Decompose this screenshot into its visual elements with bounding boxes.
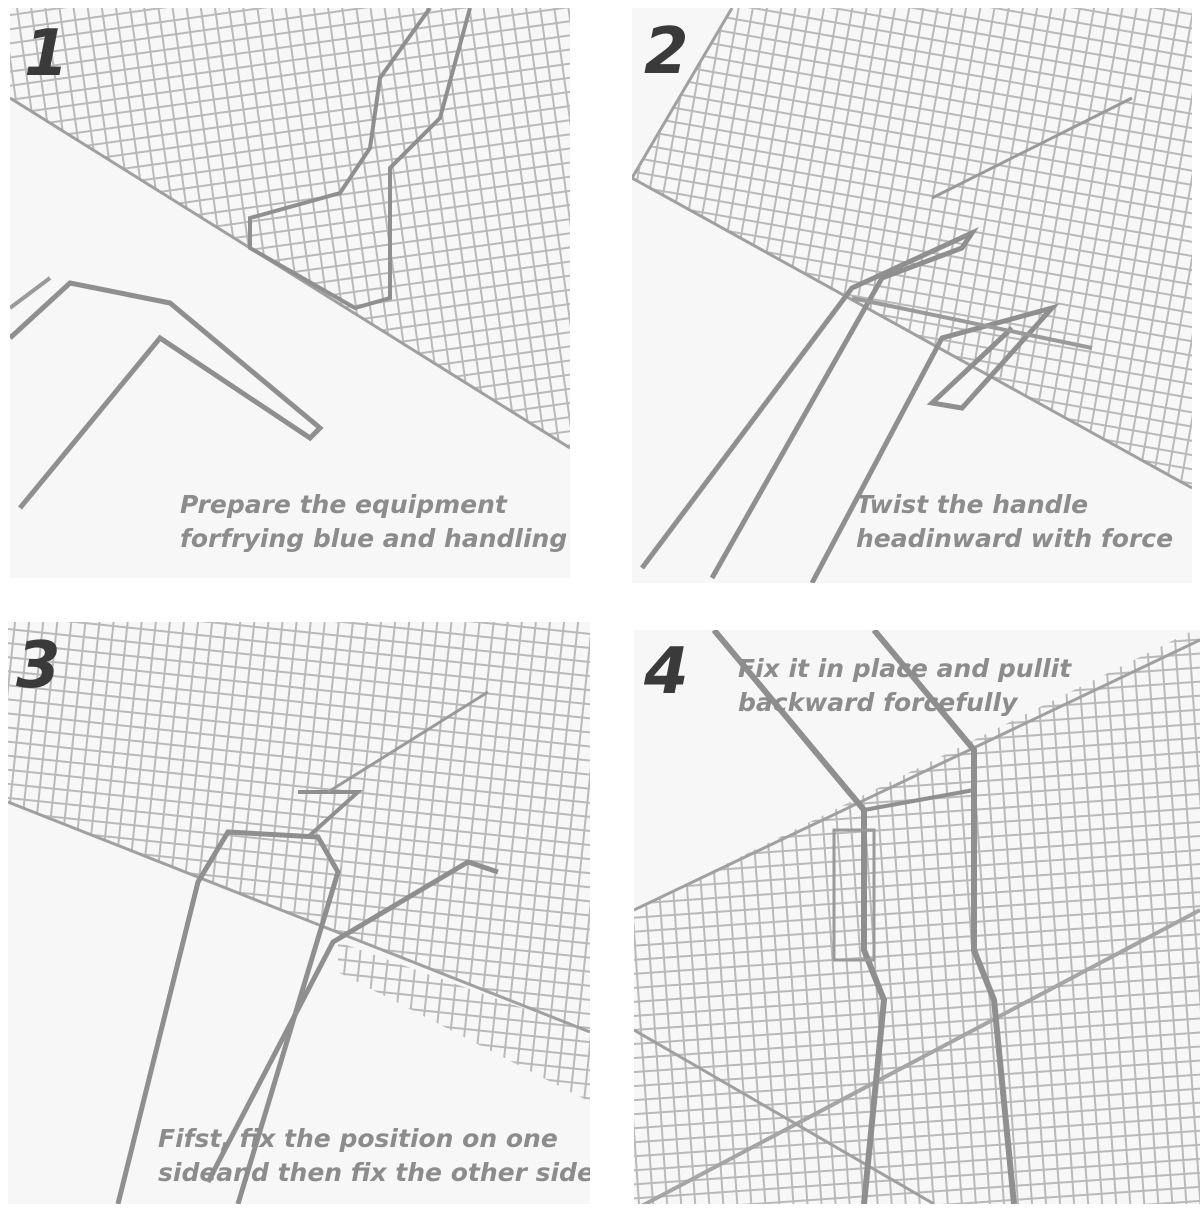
caption-line: forfrying blue and handling (180, 524, 568, 553)
step-2-panel: 2 Twist the handle headinward with force (632, 8, 1192, 583)
step-caption: Prepare the equipment forfrying blue and… (180, 488, 567, 556)
basket-handle-photo-3 (8, 622, 590, 1204)
caption-line: Fix it in place and pullit (738, 654, 1072, 683)
basket-handle-photo-1 (10, 8, 570, 578)
step-3-panel: 3 Fifst, fix the position on one sideand… (8, 622, 590, 1204)
step-number: 1 (24, 17, 69, 91)
step-1-panel: 1 Prepare the equipment forfrying blue a… (10, 8, 570, 578)
step-caption: Twist the handle headinward with force (856, 488, 1173, 556)
basket-handle-photo-4 (634, 630, 1200, 1204)
step-number: 2 (644, 15, 689, 89)
caption-line: Fifst, fix the position on one (158, 1124, 558, 1153)
step-number: 4 (644, 635, 689, 709)
step-4-panel: 4 Fix it in place and pullit backward fo… (634, 630, 1200, 1204)
caption-line: backward forcefully (738, 688, 1018, 717)
caption-line: Prepare the equipment (180, 490, 507, 519)
basket-handle-photo-2 (632, 8, 1192, 583)
caption-line: sideand then fix the other side (158, 1158, 590, 1187)
caption-line: headinward with force (856, 524, 1174, 553)
step-caption: Fifst, fix the position on one sideand t… (158, 1122, 590, 1190)
step-caption: Fix it in place and pullit backward forc… (738, 652, 1071, 720)
caption-line: Twist the handle (856, 490, 1089, 519)
step-number: 3 (16, 629, 61, 703)
